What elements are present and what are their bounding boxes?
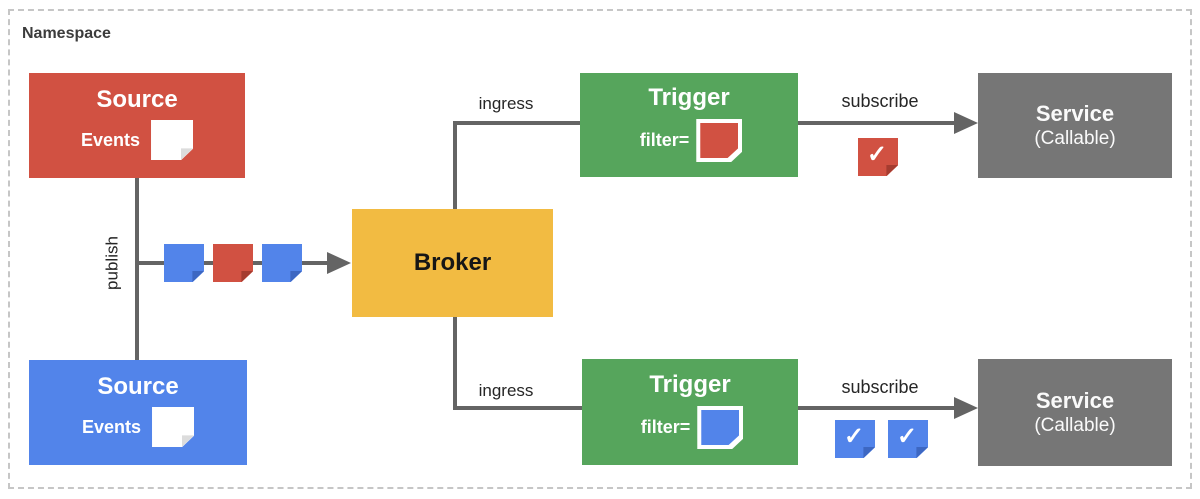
delivered-event-red-check-icon: ✓ (858, 138, 898, 176)
trigger-node-top: Trigger filter= (580, 73, 798, 177)
note-fold (916, 446, 928, 458)
filter-label: filter= (639, 130, 690, 150)
check-icon: ✓ (843, 423, 865, 450)
service-subtitle: (Callable) (1034, 128, 1116, 149)
arrowhead-publish-icon (327, 252, 351, 274)
connector-ingress-bottom-vertical (453, 317, 457, 408)
service-node-top: Service (Callable) (978, 73, 1172, 178)
edge-label-publish: publish (102, 236, 122, 290)
edge-label-ingress-top: ingress (478, 94, 534, 113)
namespace-label: Namespace (22, 25, 111, 42)
filter-note-red-icon (696, 119, 743, 162)
source-node-blue: Source Events (29, 360, 247, 465)
event-note-blue-icon (164, 244, 204, 282)
connector-ingress-bottom-horizontal (453, 406, 582, 410)
note-fold (886, 164, 898, 176)
event-note-white-icon (151, 120, 194, 160)
event-note-white-icon (152, 407, 195, 447)
note-fold (863, 446, 875, 458)
event-note-blue-icon (262, 244, 302, 282)
service-subtitle: (Callable) (1034, 415, 1116, 436)
note-body (701, 410, 740, 445)
filter-label: filter= (640, 417, 691, 437)
arrowhead-subscribe-top-icon (954, 112, 978, 134)
connector-publish-vertical (135, 178, 139, 360)
source-title: Source (96, 86, 178, 113)
check-icon: ✓ (896, 423, 918, 450)
arrowhead-subscribe-bottom-icon (954, 397, 978, 419)
trigger-title: Trigger (648, 84, 730, 111)
event-note-red-icon (213, 244, 253, 282)
trigger-node-bottom: Trigger filter= (582, 359, 798, 465)
connector-subscribe-top (798, 121, 954, 125)
delivered-event-blue-check-icon: ✓ (835, 420, 875, 458)
edge-label-ingress-bottom: ingress (478, 381, 534, 400)
events-label: Events (81, 416, 142, 437)
note-body (700, 123, 739, 158)
connector-subscribe-bottom (798, 406, 954, 410)
filter-note-blue-icon (697, 406, 744, 449)
broker-node: Broker (352, 209, 553, 317)
source-node-red: Source Events (29, 73, 245, 178)
service-node-bottom: Service (Callable) (978, 359, 1172, 466)
note-fold (192, 270, 204, 282)
note-fold (290, 270, 302, 282)
service-title: Service (1035, 388, 1115, 413)
note-fold (181, 435, 195, 447)
broker-title: Broker (413, 249, 492, 276)
edge-label-subscribe-bottom: subscribe (841, 377, 919, 397)
note-fold (241, 270, 253, 282)
service-title: Service (1035, 101, 1115, 126)
connector-ingress-top-vertical (453, 123, 457, 209)
note-fold (180, 148, 194, 160)
events-label: Events (80, 129, 141, 150)
connector-ingress-top-horizontal (453, 121, 580, 125)
source-title: Source (97, 373, 179, 400)
namespace-boundary (8, 9, 1192, 489)
delivered-event-blue-check-icon: ✓ (888, 420, 928, 458)
edge-label-subscribe-top: subscribe (841, 91, 919, 111)
check-icon: ✓ (866, 141, 888, 168)
trigger-title: Trigger (649, 371, 731, 398)
